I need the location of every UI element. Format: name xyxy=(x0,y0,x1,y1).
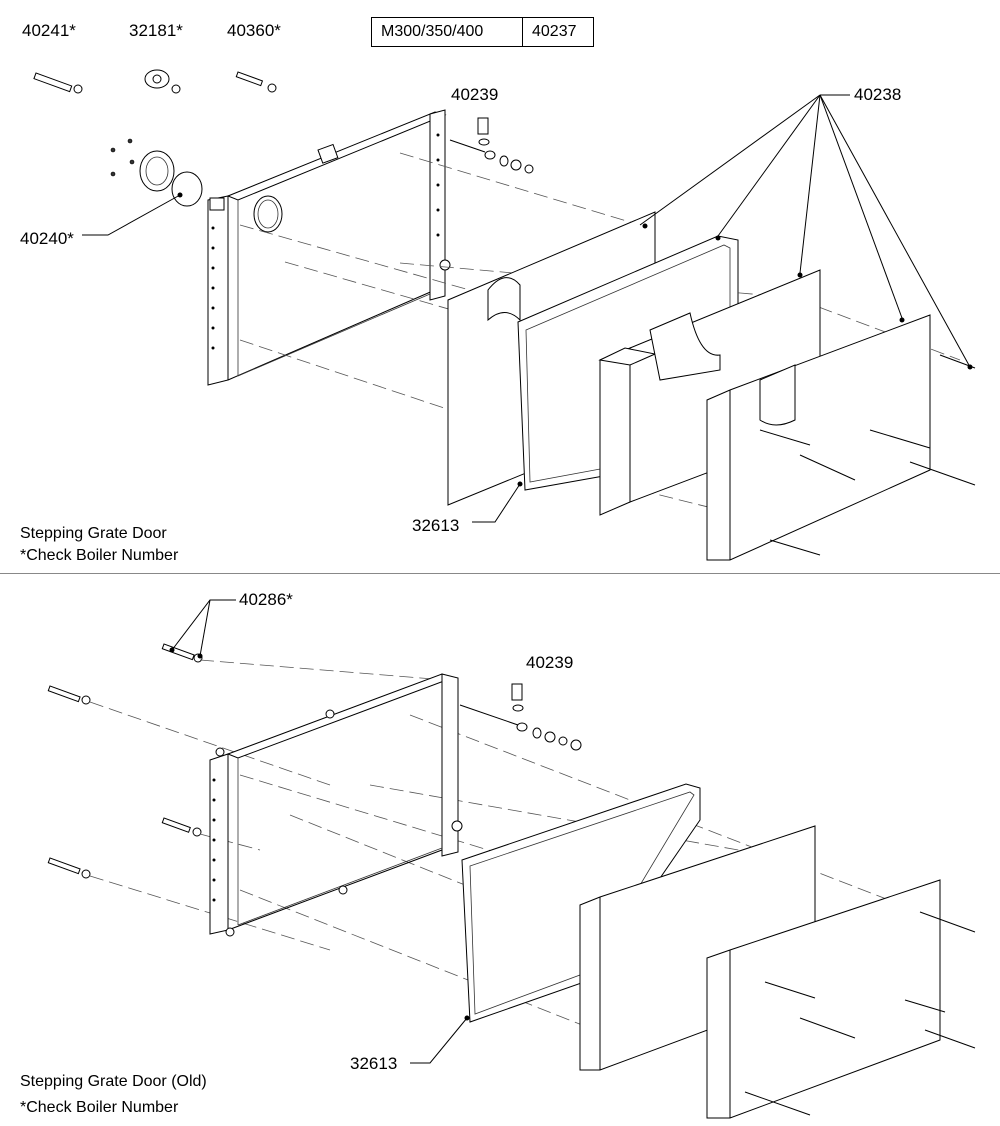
front-panel-top-icon xyxy=(706,314,931,561)
label-40239-bottom: 40239 xyxy=(526,653,574,672)
leader-32613-bottom xyxy=(410,1017,468,1064)
caption-top-note: *Check Boiler Number xyxy=(20,547,179,564)
label-32613-bottom: 32613 xyxy=(350,1054,398,1073)
bolt-40241-icon xyxy=(33,72,83,94)
frame-holes-top xyxy=(211,133,440,350)
bolt-40360-icon xyxy=(235,71,277,93)
label-40286: 40286* xyxy=(239,590,293,609)
caption-bottom-title: Stepping Grate Door (Old) xyxy=(20,1073,207,1090)
pins-top-icon xyxy=(759,354,976,556)
leader-40286 xyxy=(171,599,236,651)
label-40360: 40360* xyxy=(227,21,281,40)
bolt-40286-icon xyxy=(161,643,203,663)
burner-fitting-32181-icon xyxy=(144,69,181,94)
caption-top-title: Stepping Grate Door xyxy=(20,525,167,542)
part-cell: 40237 xyxy=(522,18,593,46)
model-table: M300/350/400 40237 xyxy=(371,17,594,47)
label-40240: 40240* xyxy=(20,229,74,248)
front-panel-bottom-icon xyxy=(706,879,941,1119)
pins-bottom-icon xyxy=(744,911,976,1116)
frame-holes-bottom xyxy=(212,778,216,902)
label-32181: 32181* xyxy=(129,21,183,40)
label-40238: 40238 xyxy=(854,85,902,104)
hinge-40239-top-icon xyxy=(449,117,534,174)
model-cell: M300/350/400 xyxy=(381,23,484,40)
door-frame-bottom-icon xyxy=(209,673,463,937)
label-40239-top: 40239 xyxy=(451,85,499,104)
section-divider xyxy=(0,573,1000,574)
sight-ring-40240-icon xyxy=(139,150,203,207)
caption-bottom-note: *Check Boiler Number xyxy=(20,1099,179,1116)
leaders-40238 xyxy=(639,94,973,370)
label-32613-top: 32613 xyxy=(412,516,460,535)
screws-icon xyxy=(110,138,135,177)
label-40241: 40241* xyxy=(22,21,76,40)
leader-32613-top xyxy=(472,483,521,523)
leader-40240 xyxy=(82,194,181,236)
door-frame-top-icon xyxy=(207,109,451,386)
hinge-40239-bottom-icon xyxy=(459,683,582,751)
bolts-bottom-left-icon xyxy=(47,685,202,879)
